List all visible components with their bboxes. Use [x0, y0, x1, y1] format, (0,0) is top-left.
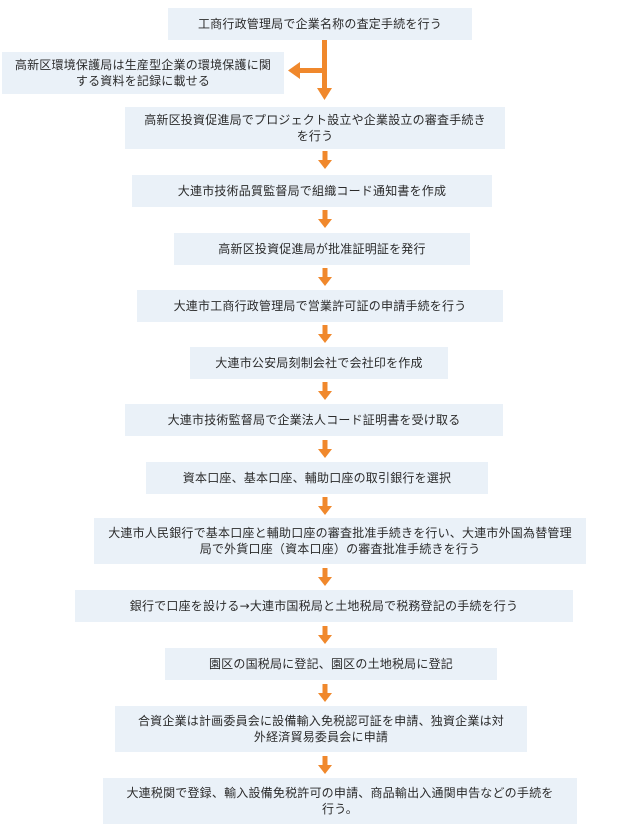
down-arrow-icon [318, 268, 332, 286]
flow-step-5: 大連市工商行政管理局で営業許可証の申請手続を行う [137, 290, 503, 322]
down-arrow-icon [318, 440, 332, 458]
down-arrow-icon [318, 325, 332, 343]
flow-step-9-text: 大連市人民銀行で基本口座と輔助口座の審査批准手続きを行い、大連市外国為替管理局で… [108, 526, 572, 556]
flow-step-9: 大連市人民銀行で基本口座と輔助口座の審査批准手続きを行い、大連市外国為替管理局で… [94, 518, 586, 564]
flow-step-12: 合資企業は計画委員会に設備輸入免税認可証を申請、独資企業は対外経済貿易委員会に申… [115, 706, 527, 752]
down-arrow-icon [318, 151, 332, 169]
down-arrow-icon [318, 568, 332, 586]
flow-step-12-text: 合資企業は計画委員会に設備輸入免税認可証を申請、独資企業は対外経済貿易委員会に申… [137, 714, 504, 744]
down-arrow-icon [318, 210, 332, 228]
flow-step-2-text: 高新区投資促進局でプロジェクト設立や企業設立の審査手続きを行う [144, 113, 486, 143]
flow-step-8: 資本口座、基本口座、輔助口座の取引銀行を選択 [146, 462, 488, 494]
flow-step-3: 大連市技術品質監督局で組織コード通知書を作成 [132, 175, 492, 207]
flow-step-10-text: 銀行で口座を設ける→大連市国税局と土地税局で税務登記の手続を行う [129, 599, 519, 613]
down-arrow-icon [318, 684, 332, 702]
flow-step-4-text: 高新区投資促進局が批准証明証を発行 [218, 242, 426, 256]
flow-step-11: 園区の国税局に登記、園区の土地税局に登記 [165, 648, 497, 680]
flow-step-7: 大連市技術監督局で企業法人コード証明書を受け取る [125, 404, 503, 436]
flow-step-13-text: 大連税関で登録、輸入設備免税許可の申請、商品輸出入通関申告などの手続を行う。 [126, 786, 554, 816]
flow-step-3-text: 大連市技術品質監督局で組織コード通知書を作成 [177, 184, 447, 198]
flow-step-2: 高新区投資促進局でプロジェクト設立や企業設立の審査手続きを行う [125, 107, 505, 149]
flow-step-1-text: 工商行政管理局で企業名称の査定手続を行う [197, 17, 442, 31]
flow-step-6-text: 大連市公安局刻制会社で会社印を作成 [215, 356, 423, 370]
flow-step-10: 銀行で口座を設ける→大連市国税局と土地税局で税務登記の手続を行う [75, 590, 573, 622]
flow-step-4: 高新区投資促進局が批准証明証を発行 [174, 233, 470, 265]
flow-step-13: 大連税関で登録、輸入設備免税許可の申請、商品輸出入通関申告などの手続を行う。 [103, 778, 577, 824]
flow-step-7-text: 大連市技術監督局で企業法人コード証明書を受け取る [167, 413, 461, 427]
flow-step-1: 工商行政管理局で企業名称の査定手続を行う [168, 8, 472, 40]
down-arrow-icon [318, 497, 332, 515]
down-arrow-icon [318, 756, 332, 774]
flow-step-6: 大連市公安局刻制会社で会社印を作成 [190, 347, 448, 379]
side-branch-arrow-icon [288, 40, 332, 100]
side-note-box: 高新区環境保護局は生産型企業の環境保護に関する資料を記録に載せる [2, 52, 284, 94]
flow-step-8-text: 資本口座、基本口座、輔助口座の取引銀行を選択 [182, 471, 452, 485]
down-arrow-icon [318, 626, 332, 644]
down-arrow-icon [318, 382, 332, 400]
side-note-text: 高新区環境保護局は生産型企業の環境保護に関する資料を記録に載せる [14, 58, 272, 88]
flow-step-11-text: 園区の国税局に登記、園区の土地税局に登記 [208, 657, 453, 671]
flow-step-5-text: 大連市工商行政管理局で営業許可証の申請手続を行う [173, 299, 467, 313]
